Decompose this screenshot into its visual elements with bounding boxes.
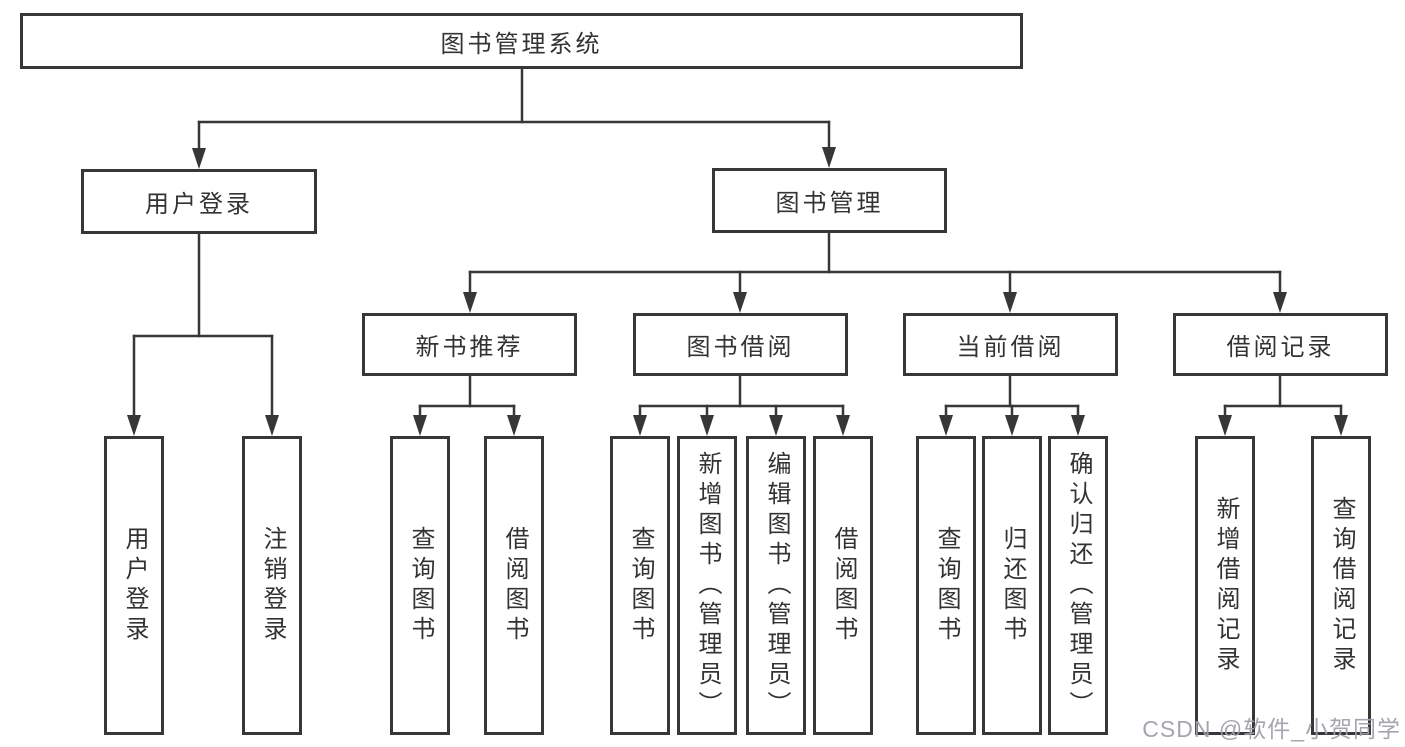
node-root-label: 图书管理系统: [440, 30, 603, 58]
leaf-query-borrow-record-label: 查询借阅记录: [1328, 495, 1355, 676]
node-new-book-recommend-label: 新书推荐: [415, 334, 524, 361]
leaf-edit-book-admin: 编辑图书（管理员）: [746, 436, 806, 735]
leaf-return-book: 归还图书: [982, 436, 1042, 735]
leaf-query-book-2: 查询图书: [610, 436, 670, 735]
node-book-management-label: 图书管理: [775, 190, 884, 217]
node-borrowing-records-label: 借阅记录: [1226, 334, 1335, 361]
node-root-system: 图书管理系统: [20, 13, 1023, 69]
node-borrowing-records: 借阅记录: [1173, 313, 1388, 376]
leaf-confirm-return-admin-label: 确认归还（管理员）: [1065, 450, 1092, 721]
leaf-logout-label: 注销登录: [259, 525, 286, 646]
node-current-borrowing-label: 当前借阅: [956, 334, 1065, 361]
leaf-borrow-book-1: 借阅图书: [484, 436, 544, 735]
leaf-query-book-1: 查询图书: [390, 436, 450, 735]
leaf-borrow-book-1-label: 借阅图书: [501, 525, 528, 646]
leaf-add-book-admin: 新增图书（管理员）: [677, 436, 737, 735]
node-book-borrowing: 图书借阅: [633, 313, 848, 376]
node-current-borrowing: 当前借阅: [903, 313, 1118, 376]
node-user-login-label: 用户登录: [145, 191, 253, 218]
leaf-borrow-book-2: 借阅图书: [813, 436, 873, 735]
node-new-book-recommend: 新书推荐: [362, 313, 577, 376]
leaf-query-book-3-label: 查询图书: [933, 525, 960, 646]
node-book-borrowing-label: 图书借阅: [686, 334, 795, 361]
leaf-add-borrow-record-label: 新增借阅记录: [1212, 495, 1239, 676]
leaf-user-login: 用户登录: [104, 436, 164, 735]
leaf-query-book-2-label: 查询图书: [627, 525, 654, 646]
leaf-query-book-1-label: 查询图书: [407, 525, 434, 646]
leaf-query-book-3: 查询图书: [916, 436, 976, 735]
node-user-login: 用户登录: [81, 169, 317, 234]
leaf-query-borrow-record: 查询借阅记录: [1311, 436, 1371, 735]
leaf-add-book-admin-label: 新增图书（管理员）: [694, 450, 721, 721]
leaf-logout: 注销登录: [242, 436, 302, 735]
leaf-add-borrow-record: 新增借阅记录: [1195, 436, 1255, 735]
leaf-borrow-book-2-label: 借阅图书: [830, 525, 857, 646]
leaf-user-login-label: 用户登录: [121, 525, 148, 646]
node-book-management: 图书管理: [712, 168, 947, 233]
csdn-watermark: CSDN @软件_小贺同学: [1142, 716, 1401, 742]
leaf-return-book-label: 归还图书: [999, 525, 1026, 646]
leaf-confirm-return-admin: 确认归还（管理员）: [1048, 436, 1108, 735]
leaf-edit-book-admin-label: 编辑图书（管理员）: [763, 450, 790, 721]
arrowheads: [127, 147, 1348, 436]
